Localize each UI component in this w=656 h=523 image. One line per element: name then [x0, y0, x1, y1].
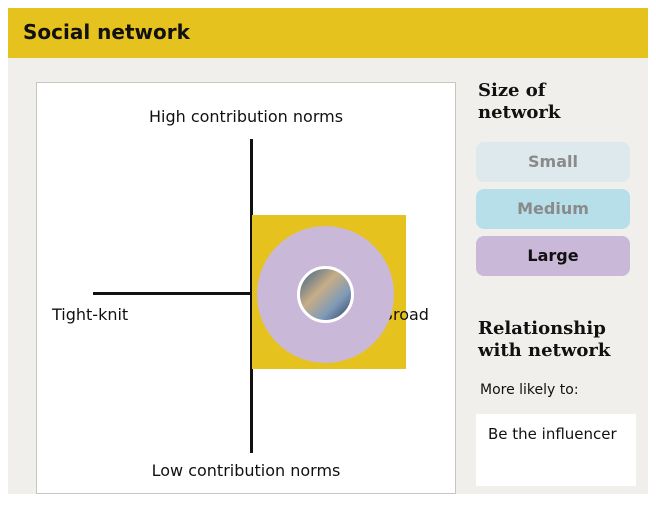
panel-header: Social network — [8, 8, 648, 58]
avatar — [297, 266, 354, 323]
relationship-result: Be the influencer — [476, 414, 636, 486]
vertical-axis — [250, 139, 253, 453]
more-likely-label: More likely to: — [480, 382, 579, 398]
size-large-button[interactable]: Large — [476, 236, 630, 276]
size-small-button[interactable]: Small — [476, 142, 630, 182]
low-contribution-label: Low contribution norms — [151, 461, 341, 480]
horizontal-axis — [93, 292, 253, 295]
page-title: Social network — [23, 20, 190, 44]
broad-label: Broad — [382, 305, 429, 324]
relationship-heading: Relationship with network — [478, 318, 611, 361]
social-network-panel: Social network High contribution norms T… — [8, 8, 648, 494]
tight-knit-label: Tight-knit — [52, 305, 129, 324]
size-medium-button[interactable]: Medium — [476, 189, 630, 229]
size-of-network-heading: Size of network — [478, 80, 561, 123]
network-quadrant-chart: High contribution norms Tight-knit Broad… — [36, 82, 456, 494]
high-contribution-label: High contribution norms — [148, 107, 344, 126]
